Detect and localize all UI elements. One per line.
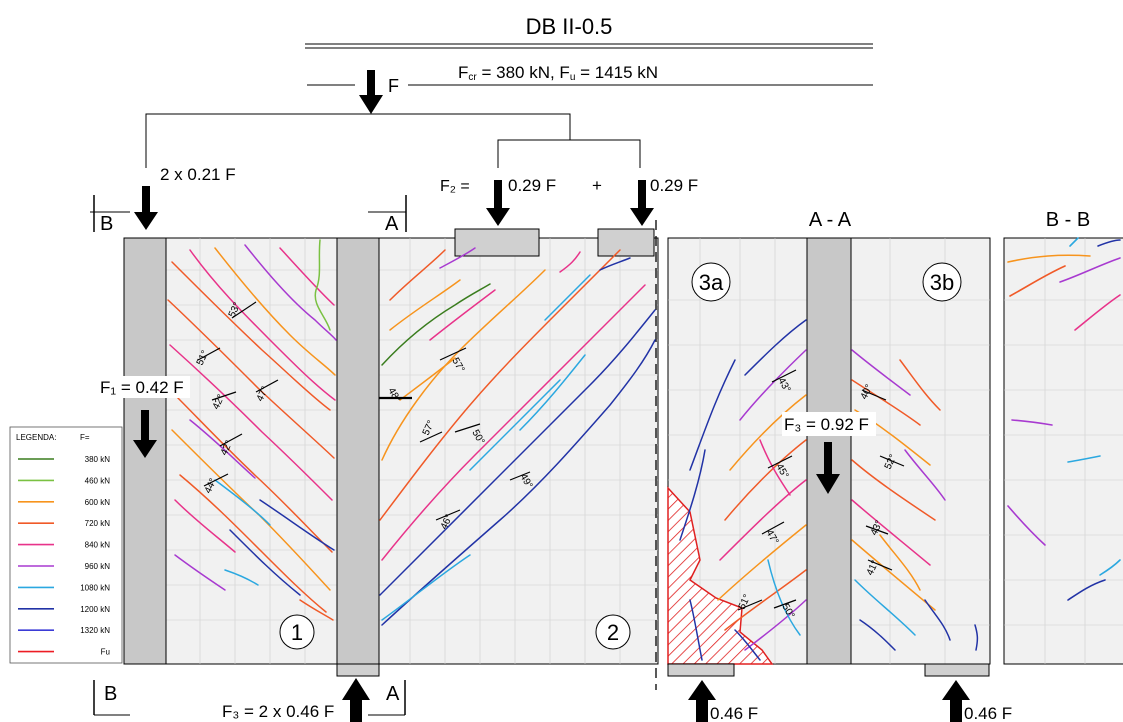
reaction-right-label: 0.46 F: [964, 704, 1012, 722]
zone-label-3a: 3a: [699, 270, 724, 295]
section-marker-b-top: B: [90, 195, 130, 235]
legend-label: 840 kN: [85, 541, 111, 550]
reaction-left-label: 0.46 F: [710, 704, 758, 722]
f1-label: F₁ = 0.42 F: [100, 378, 184, 397]
zone-label-2: 2: [607, 620, 619, 645]
legend-header-f: F=: [80, 433, 90, 442]
bearing-plate: [597, 228, 655, 257]
legend-label: 460 kN: [85, 476, 111, 485]
reaction-arrow-right: [942, 680, 970, 722]
load-arrow-left: [134, 186, 158, 230]
section-bb-title: B - B: [1046, 209, 1090, 231]
section-marker-a-top: A: [368, 195, 407, 235]
f3-bottom-arrow: [342, 678, 370, 722]
bearing-plate: [336, 663, 380, 677]
svg-text:B: B: [100, 213, 113, 235]
section-marker-b-bottom: B: [93, 680, 130, 716]
f2-label: F₂ =: [440, 178, 470, 195]
f2a-label: 0.29 F: [508, 176, 556, 195]
svg-text:A: A: [385, 213, 399, 235]
elevation-panel: 53° 51° 42° 47° 42° 44° 48° 57° 57° 50° …: [123, 220, 659, 690]
plus-sign: +: [592, 176, 602, 195]
load-f-label: F: [388, 76, 399, 96]
legend-label: 1080 kN: [80, 583, 110, 592]
zone-label-3b: 3b: [930, 270, 954, 295]
load-summary: Fcr = 380 kN, Fu = 1415 kN: [458, 63, 658, 83]
section-aa-title: A - A: [809, 209, 852, 231]
svg-text:B: B: [104, 683, 117, 705]
legend-label: 1200 kN: [80, 605, 110, 614]
section-marker-a-bottom: A: [368, 680, 406, 716]
load-distribution-tree: F: [145, 70, 641, 168]
reaction-arrow-left: [688, 680, 716, 722]
f2b-label: 0.29 F: [650, 176, 698, 195]
angle-marks: 53° 51° 42° 47° 42° 44° 48° 57° 57° 50° …: [195, 301, 535, 531]
section-bb-panel: [1003, 237, 1123, 665]
legend-label: 380 kN: [85, 455, 111, 464]
zone-label-1: 1: [291, 620, 303, 645]
load-arrow-f2b: [630, 180, 654, 226]
legend-label: 720 kN: [85, 519, 111, 528]
legend-label: Fu: [101, 648, 110, 657]
section-aa-panel: 43° 45° 47° 51° 50° 40° 52° 43° 41° 3a 3…: [667, 237, 991, 677]
cracks-zone-1: [167, 239, 337, 621]
legend-label: 600 kN: [85, 498, 111, 507]
legend-header: LEGENDA:: [16, 433, 56, 442]
diagram-title: DB II-0.5: [526, 14, 613, 39]
cracks-zone-3a: [679, 319, 807, 661]
cracks-zone-2: [379, 247, 656, 626]
legend-label: 960 kN: [85, 562, 111, 571]
f3-bottom-label: F₃ = 2 x 0.46 F: [222, 702, 334, 721]
f1-label-bg: [98, 376, 190, 398]
svg-text:A: A: [386, 683, 400, 705]
f3-panel-arrow: [816, 442, 840, 494]
load-arrow-f2a: [486, 180, 510, 226]
legend-label: 1320 kN: [80, 626, 110, 635]
f3-panel-label: F₃ = 0.92 F: [784, 415, 869, 434]
middle-column: [336, 237, 380, 665]
legend: LEGENDA: F= 380 kN 460 kN 600 kN 720 kN 840 …: [9, 426, 123, 664]
load-left-label: 2 x 0.21 F: [160, 165, 236, 184]
f1-arrow: [133, 410, 157, 458]
